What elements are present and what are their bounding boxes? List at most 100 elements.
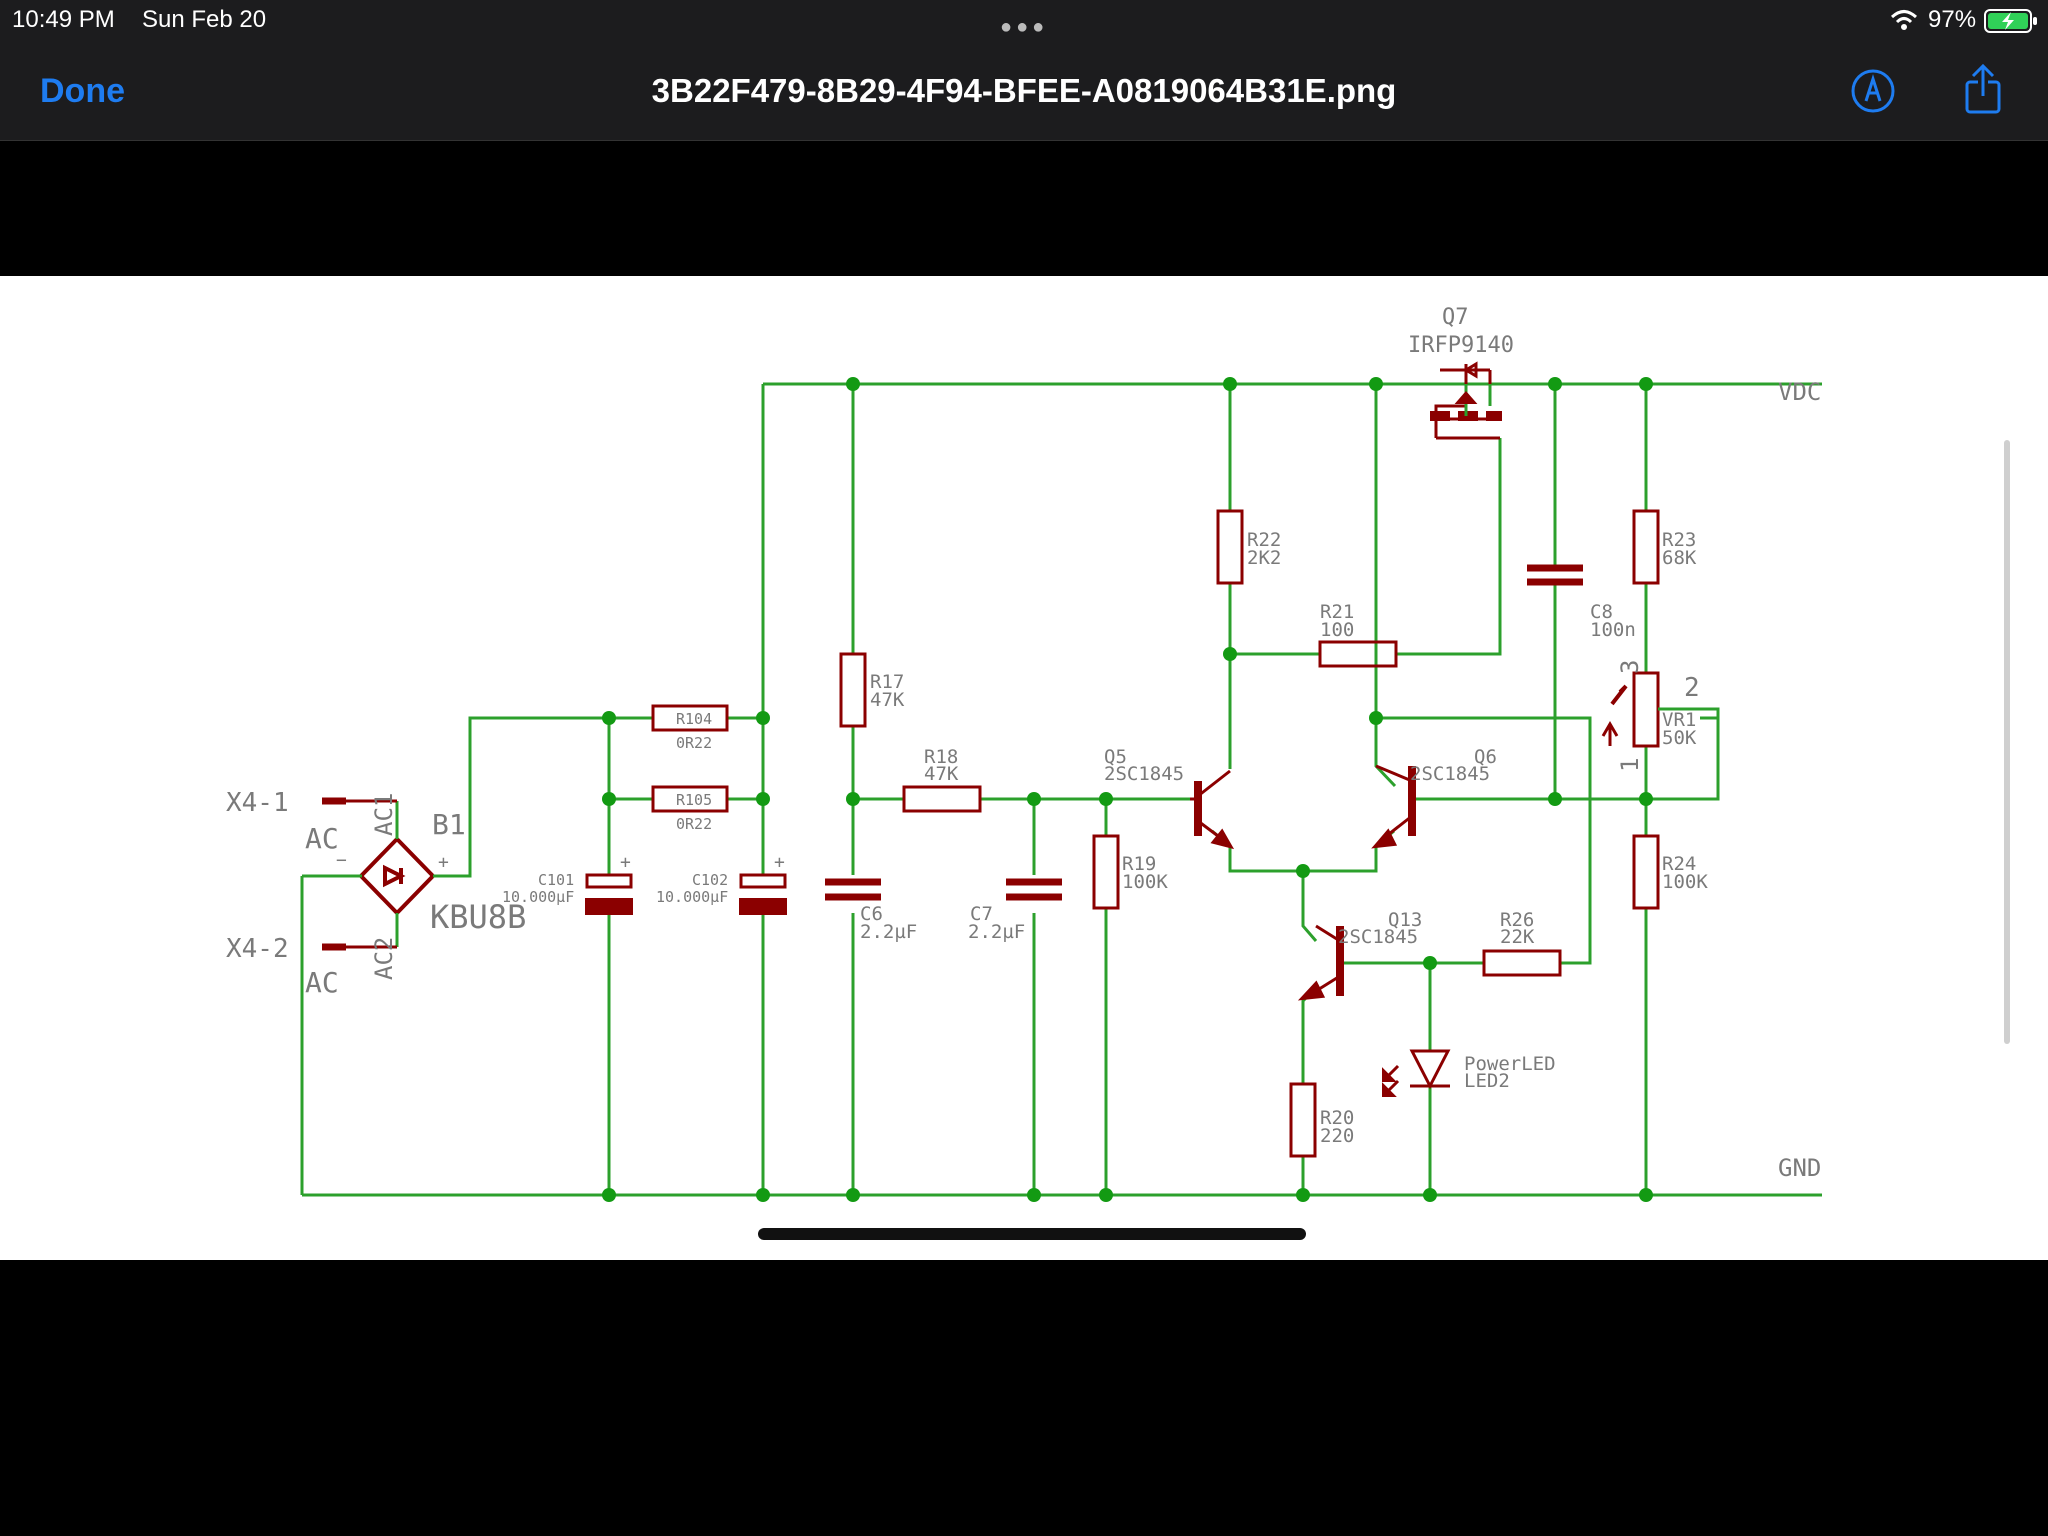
led-name: LED2 xyxy=(1464,1070,1510,1092)
transistor-q6 xyxy=(1371,764,1416,849)
q5-part: 2SC1845 xyxy=(1104,763,1184,785)
multitask-dots-icon[interactable]: ●●● xyxy=(1000,16,1049,38)
bridge-rectifier-b1 xyxy=(302,799,470,949)
c102-plus: + xyxy=(774,852,785,873)
connector-x41-label: X4-1 xyxy=(226,788,289,818)
resistor-r105 xyxy=(651,785,729,813)
c8-value: 100n xyxy=(1590,619,1636,641)
connector-ac2-label: AC xyxy=(305,966,339,999)
bridge-part: KBU8B xyxy=(430,898,526,936)
bridge-minus: − xyxy=(336,850,347,871)
resistor-r26 xyxy=(1482,949,1562,977)
c7-name: C7 xyxy=(970,903,993,925)
bridge-pin-ac2: AC2 xyxy=(370,937,398,980)
status-bar: 10:49 PM Sun Feb 20 ●●● 97% xyxy=(0,0,2048,40)
resistor-r19 xyxy=(1092,834,1120,910)
mosfet-q7 xyxy=(1430,361,1502,440)
r24-name: R24 xyxy=(1662,853,1696,875)
r26-name: R26 xyxy=(1500,909,1534,931)
c6-value: 2.2µF xyxy=(860,921,917,943)
transistor-q13 xyxy=(1297,924,1344,1001)
wifi-icon xyxy=(1890,10,1918,30)
rail-vdc-label: VDC xyxy=(1778,378,1821,406)
c101-name: C101 xyxy=(538,871,574,889)
resistor-r24 xyxy=(1632,834,1660,910)
r22-value: 2K2 xyxy=(1247,547,1281,569)
resistor-r104 xyxy=(651,704,729,732)
vr1-name: VR1 xyxy=(1662,709,1696,731)
potentiometer-vr1 xyxy=(1601,671,1720,799)
resistor-r17 xyxy=(839,652,867,728)
r22-name: R22 xyxy=(1247,529,1281,551)
transistor-q5 xyxy=(1190,769,1235,850)
q6-name: Q6 xyxy=(1474,746,1497,768)
share-icon[interactable] xyxy=(1960,64,2006,114)
r21-value: 100 xyxy=(1320,619,1354,641)
q13-name: Q13 xyxy=(1388,909,1422,931)
resistor-r18 xyxy=(902,785,982,813)
battery-charging-icon xyxy=(1984,9,2037,33)
vr1-pin1: 1 xyxy=(1616,758,1644,772)
r104-value: 0R22 xyxy=(676,734,712,752)
connector-x42-label: X4-2 xyxy=(226,934,289,964)
image-viewport[interactable] xyxy=(0,276,2048,1260)
capacitor-c6 xyxy=(825,878,881,901)
resistor-r20 xyxy=(1289,1082,1317,1158)
r18-value: 47K xyxy=(924,763,959,785)
capacitor-c101 xyxy=(585,873,633,915)
wires xyxy=(300,382,1822,1197)
r18-name: R18 xyxy=(924,746,958,768)
status-date: Sun Feb 20 xyxy=(142,6,267,33)
q13-part: 2SC1845 xyxy=(1338,926,1418,948)
r104-name: R104 xyxy=(676,710,712,728)
vr1-value: 50K xyxy=(1662,727,1697,749)
r105-value: 0R22 xyxy=(676,815,712,833)
markup-icon[interactable] xyxy=(1850,68,1896,114)
r17-value: 47K xyxy=(870,689,905,711)
junctions xyxy=(602,377,1653,1202)
done-button[interactable]: Done xyxy=(40,72,125,110)
vertical-scrollbar[interactable] xyxy=(2004,440,2010,1044)
r21-name: R21 xyxy=(1320,601,1354,623)
r105-name: R105 xyxy=(676,791,712,809)
resistor-r21 xyxy=(1318,640,1398,668)
battery-percentage: 97% xyxy=(1928,6,1977,33)
file-title: 3B22F479-8B29-4F94-BFEE-A0819064B31E.png xyxy=(651,72,1397,109)
q7-name: Q7 xyxy=(1442,305,1469,330)
led-label: PowerLED xyxy=(1464,1053,1556,1075)
c102-value: 10.000µF xyxy=(656,888,728,906)
home-indicator[interactable] xyxy=(758,1228,1306,1240)
capacitor-c8 xyxy=(1527,564,1583,586)
bridge-plus: + xyxy=(438,852,449,873)
c7-value: 2.2µF xyxy=(968,921,1025,943)
r24-value: 100K xyxy=(1662,871,1708,893)
r19-value: 100K xyxy=(1122,871,1168,893)
c6-name: C6 xyxy=(860,903,883,925)
status-time: 10:49 PM xyxy=(12,6,115,33)
r23-value: 68K xyxy=(1662,547,1697,569)
r19-name: R19 xyxy=(1122,853,1156,875)
led-led2 xyxy=(1382,1049,1451,1097)
c102-name: C102 xyxy=(692,871,728,889)
q5-name: Q5 xyxy=(1104,746,1127,768)
r23-name: R23 xyxy=(1662,529,1696,551)
rail-gnd-label: GND xyxy=(1778,1154,1821,1182)
r20-value: 220 xyxy=(1320,1125,1354,1147)
nav-bar: Done 3B22F479-8B29-4F94-BFEE-A0819064B31… xyxy=(0,40,2048,141)
c101-value: 10.000µF xyxy=(502,888,574,906)
r26-value: 22K xyxy=(1500,926,1535,948)
resistor-r22 xyxy=(1216,509,1244,585)
q6-part: 2SC1845 xyxy=(1410,763,1490,785)
c101-plus: + xyxy=(620,852,631,873)
c8-name: C8 xyxy=(1590,601,1613,623)
r17-name: R17 xyxy=(870,671,904,693)
q7-part: IRFP9140 xyxy=(1408,333,1514,358)
connector-ac1-label: AC xyxy=(305,822,339,855)
vr1-pin3: 3 xyxy=(1616,660,1644,674)
bridge-pin-ac1: AC1 xyxy=(370,793,398,836)
capacitor-c102 xyxy=(739,873,787,915)
circuit-schematic: VDC GND X4-1 X4-2 AC AC B1 KBU8B AC1 AC2… xyxy=(226,305,1822,1202)
resistor-r23 xyxy=(1632,509,1660,585)
vr1-pin2: 2 xyxy=(1684,673,1700,703)
r20-name: R20 xyxy=(1320,1107,1354,1129)
